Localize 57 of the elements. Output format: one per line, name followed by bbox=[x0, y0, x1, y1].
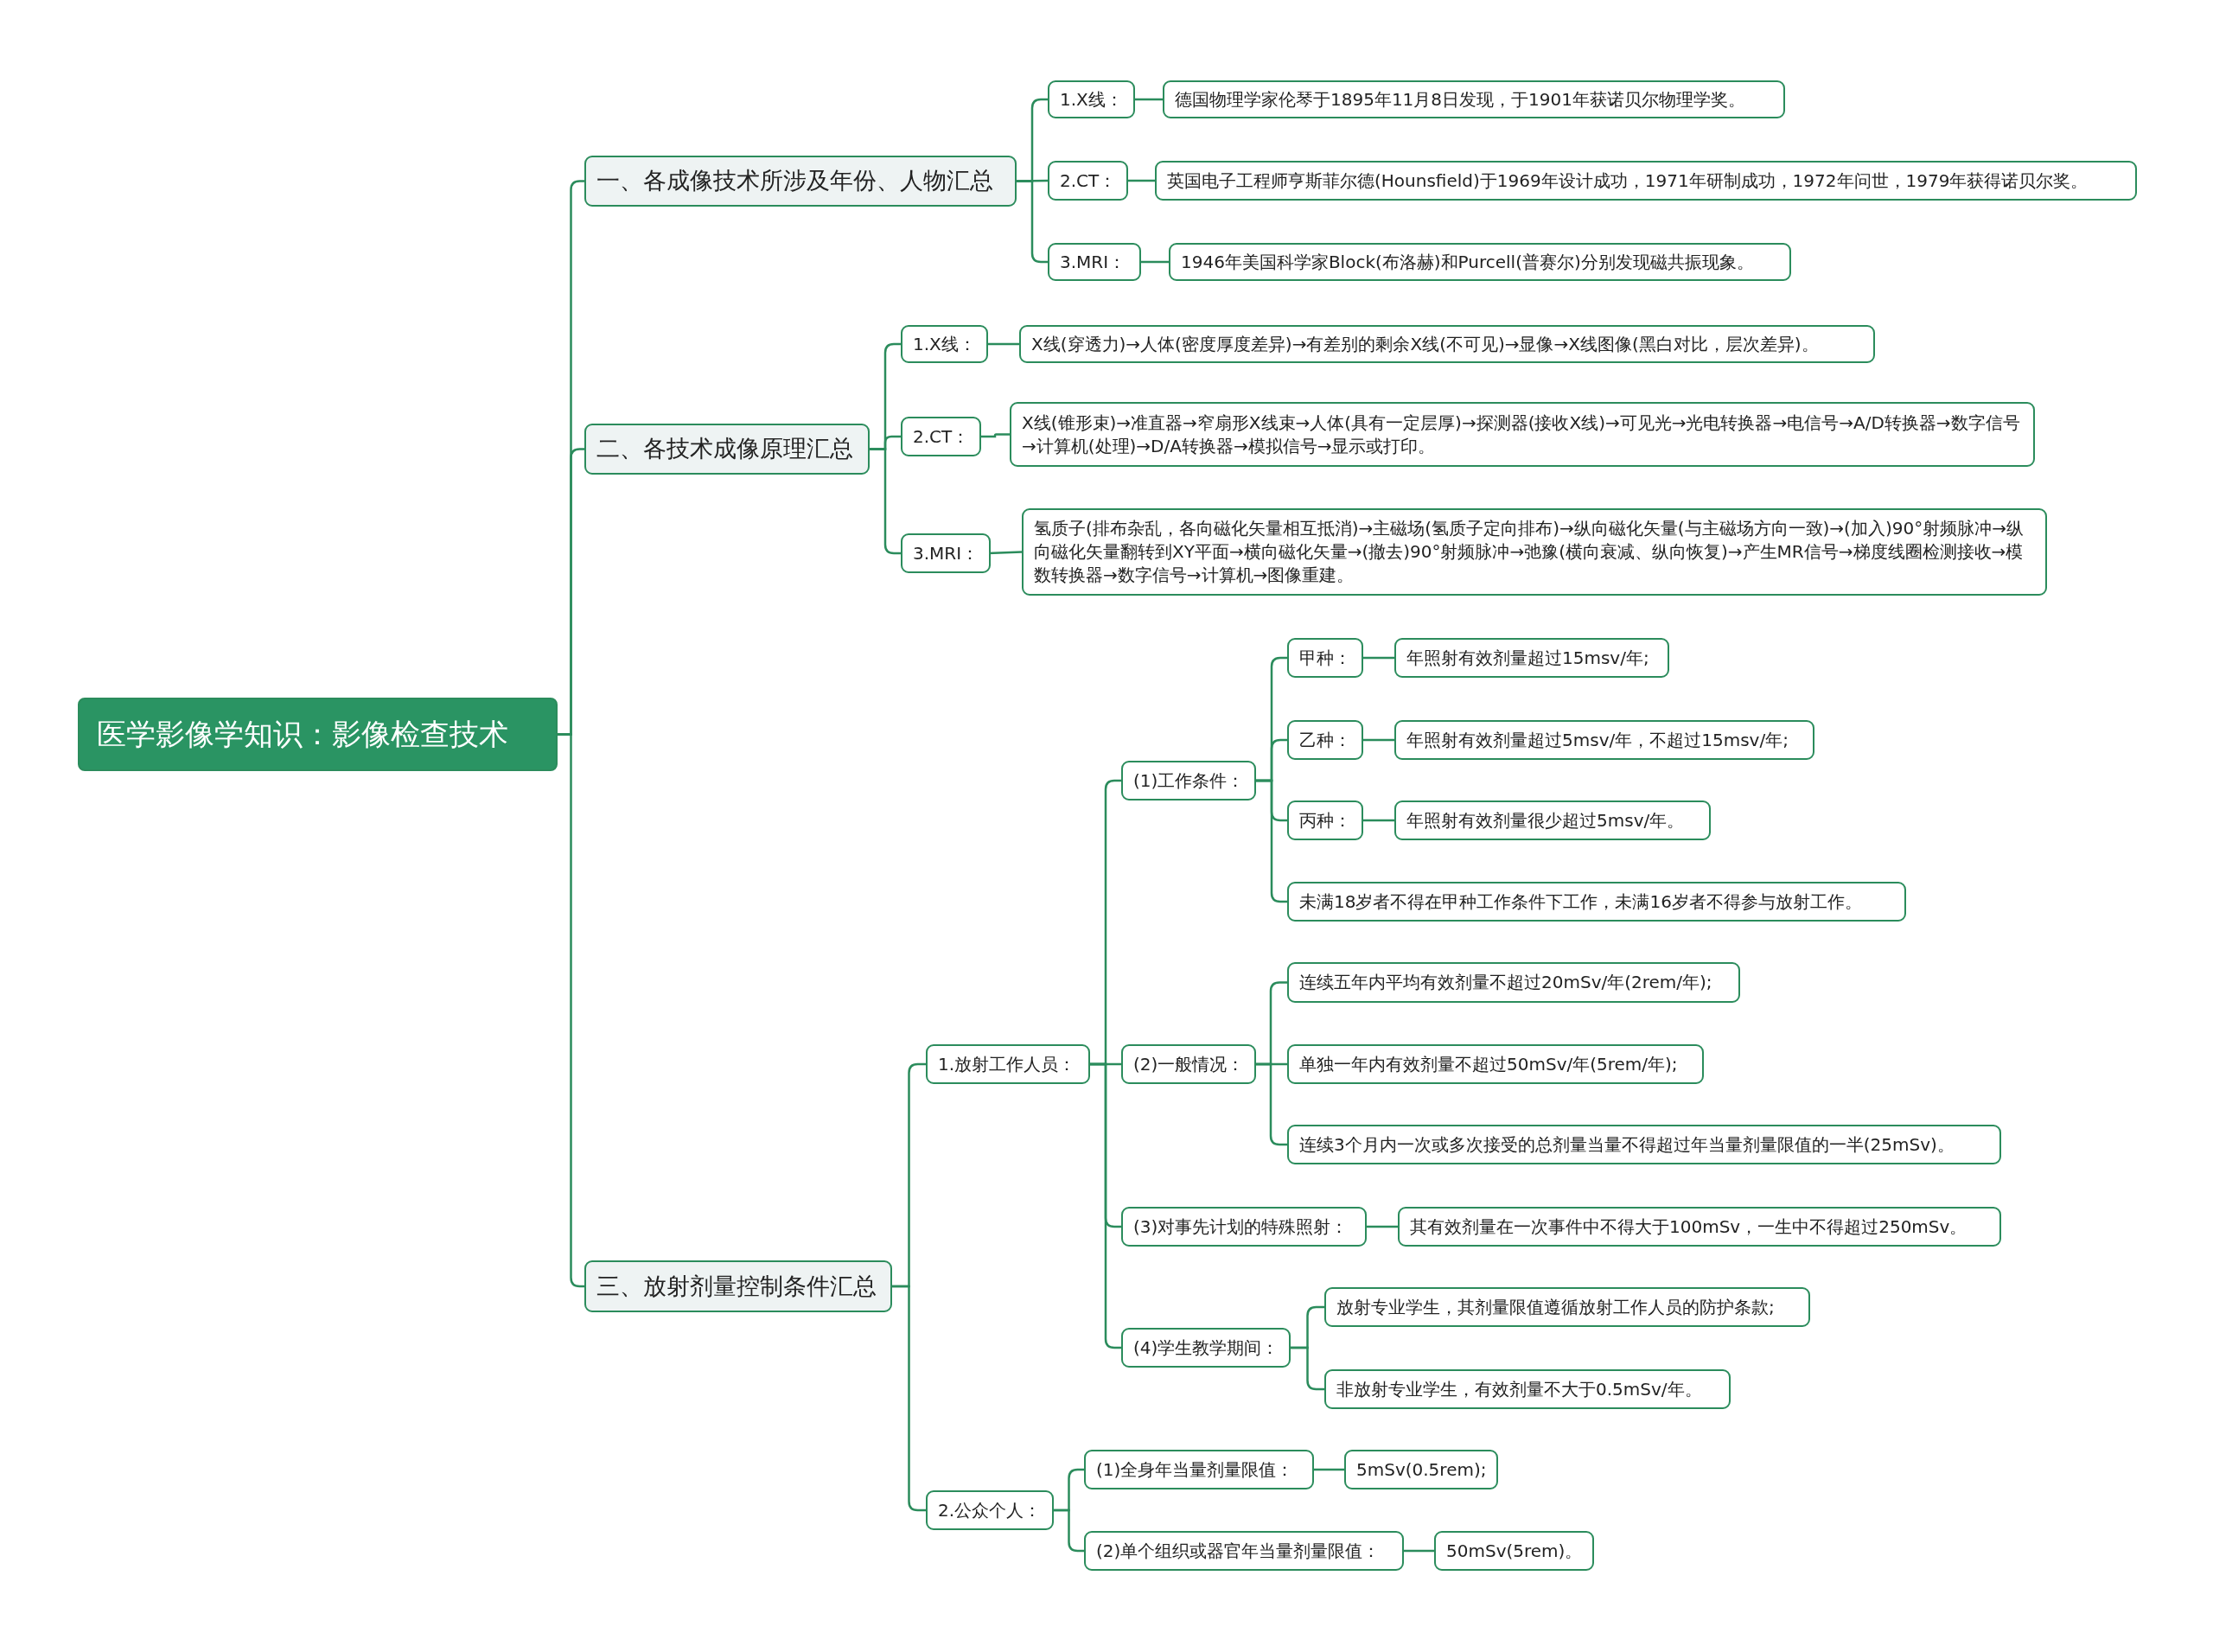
connector-line bbox=[988, 342, 1019, 346]
topic-box: (2)一般情况： bbox=[1121, 1044, 1257, 1084]
topic-box: 2.公众个人： bbox=[926, 1490, 1054, 1530]
connector-line bbox=[1017, 180, 1048, 264]
topic-box: (3)对事先计划的特殊照射： bbox=[1121, 1207, 1367, 1247]
topic-box: 非放射专业学生，有效剂量不大于0.5mSv/年。 bbox=[1324, 1369, 1731, 1409]
topic-box: 年照射有效剂量很少超过5msv/年。 bbox=[1394, 800, 1711, 840]
topic-box: 甲种： bbox=[1287, 638, 1363, 678]
topic-box: 德国物理学家伦琴于1895年11月8日发现，于1901年获诺贝尔物理学奖。 bbox=[1163, 80, 1785, 118]
connector-line bbox=[1314, 1468, 1344, 1471]
connector-line bbox=[1127, 179, 1155, 182]
connector-line bbox=[1363, 738, 1394, 742]
topic-box: (1)全身年当量剂量限值： bbox=[1084, 1450, 1314, 1489]
connector-line bbox=[1291, 1346, 1324, 1391]
topic-box: 单独一年内有效剂量不超过50mSv/年(5rem/年); bbox=[1287, 1044, 1704, 1084]
topic-box: 1.放射工作人员： bbox=[926, 1044, 1090, 1084]
connector-line bbox=[980, 433, 1010, 438]
topic-box: 放射专业学生，其剂量限值遵循放射工作人员的防护条款; bbox=[1324, 1287, 1810, 1327]
topic-box: 5mSv(0.5rem); bbox=[1344, 1450, 1499, 1489]
topic-box: 年照射有效剂量超过5msv/年，不超过15msv/年; bbox=[1394, 720, 1814, 760]
topic-box: X线(锥形束)→准直器→窄扇形X线束→人体(具有一定层厚)→探测器(接收X线)→可见光→光电转换器→电信号→A/D转换器→数字信号→计算机(处理)→D/A转换器→模拟信号→显示或打印。 bbox=[1010, 402, 2035, 467]
connector-line bbox=[1256, 779, 1287, 903]
connector-line bbox=[1367, 1225, 1398, 1228]
connector-line bbox=[1141, 260, 1169, 264]
topic-box: 50mSv(5rem)。 bbox=[1434, 1531, 1595, 1571]
connector-line bbox=[892, 1285, 926, 1512]
topic-box: 氢质子(排布杂乱，各向磁化矢量相互抵消)→主磁场(氢质子定向排布)→纵向磁化矢量(与主磁场方向一致)→(加入)90°射频脉冲→纵向磁化矢量翻转到XY平面→横向磁化矢量→(撤去)90°射频脉冲→弛豫(横向衰减、纵向恢复)→产生MR信号→梯度线圈检测接收→模数转换器→数字信号→计算机→图像重建。 bbox=[1022, 508, 2047, 596]
topic-box: 3.MRI： bbox=[901, 533, 992, 573]
topic-box: 丙种： bbox=[1287, 800, 1363, 840]
connector-line bbox=[1363, 656, 1394, 660]
topic-box: 年照射有效剂量超过15msv/年; bbox=[1394, 638, 1669, 678]
topic-box: (2)单个组织或器官年当量剂量限值： bbox=[1084, 1531, 1404, 1571]
topic-box: 2.CT： bbox=[1048, 161, 1129, 201]
topic-box: 1.X线： bbox=[901, 325, 988, 363]
central-topic: 医学影像学知识：影像检查技术 bbox=[78, 698, 558, 771]
topic-box: 乙种： bbox=[1287, 720, 1363, 760]
topic-box: 2.CT： bbox=[901, 417, 982, 456]
connector-line bbox=[1404, 1549, 1434, 1553]
topic-box: 英国电子工程师亨斯菲尔德(Hounsfield)于1969年设计成功，1971年研制成功，1972年问世，1979年获得诺贝尔奖。 bbox=[1155, 161, 2137, 201]
topic-box: 3.MRI： bbox=[1048, 243, 1141, 281]
topic-box: 1946年美国科学家Block(布洛赫)和Purcell(普赛尔)分别发现磁共振现象。 bbox=[1169, 243, 1791, 281]
connector-line bbox=[1054, 1508, 1084, 1553]
main-branch-box: 一、各成像技术所涉及年份、人物汇总 bbox=[584, 156, 1017, 207]
topic-box: 1.X线： bbox=[1048, 80, 1135, 118]
topic-box: 未满18岁者不得在甲种工作条件下工作，未满16岁者不得参与放射工作。 bbox=[1287, 882, 1906, 922]
topic-box: X线(穿透力)→人体(密度厚度差异)→有差别的剩余X线(不可见)→显像→X线图像(黑白对比，层次差异)。 bbox=[1019, 325, 1875, 363]
connector-line bbox=[1090, 1062, 1121, 1349]
connector-line bbox=[1134, 98, 1163, 101]
topic-box: (4)学生教学期间： bbox=[1121, 1328, 1291, 1368]
topic-box: 连续五年内平均有效剂量不超过20mSv/年(2rem/年); bbox=[1287, 962, 1740, 1003]
connector-line bbox=[1363, 819, 1394, 822]
topic-box: (1)工作条件： bbox=[1121, 761, 1257, 800]
main-branch-box: 三、放射剂量控制条件汇总 bbox=[584, 1260, 892, 1312]
connector-line bbox=[870, 448, 901, 555]
topic-box: 连续3个月内一次或多次接受的总剂量当量不得超过年当量剂量限值的一半(25mSv)。 bbox=[1287, 1125, 2001, 1164]
topic-box: 其有效剂量在一次事件中不得大于100mSv，一生中不得超过250mSv。 bbox=[1398, 1207, 2001, 1247]
main-branch-box: 二、各技术成像原理汇总 bbox=[584, 424, 870, 475]
